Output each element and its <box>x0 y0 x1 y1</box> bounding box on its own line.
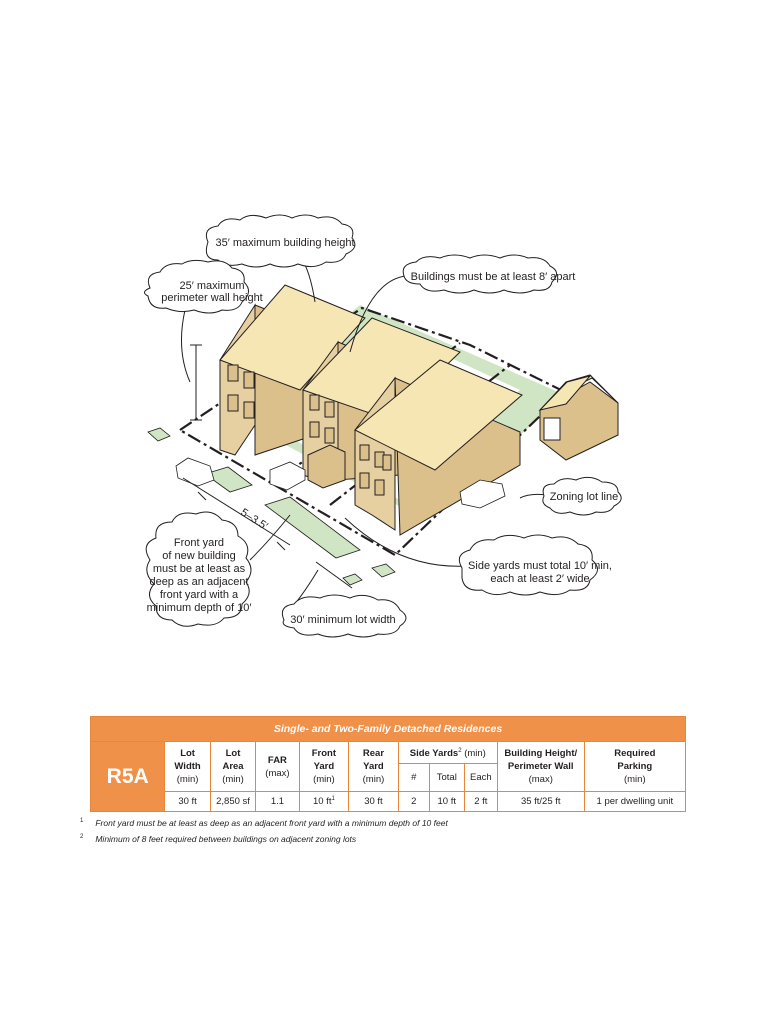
leader-lines <box>181 255 547 616</box>
callout-lot-width: 30′ minimum lot width <box>281 594 407 638</box>
callout-apart-text: Buildings must be at least 8′ apart <box>411 271 576 283</box>
header-building-height: Building Height/Perimeter Wall(max) <box>496 741 585 792</box>
callout-lot-width-text: 30′ minimum lot width <box>290 614 395 626</box>
callout-front-yard-line1: Front yard <box>174 537 224 549</box>
building-3 <box>354 359 523 536</box>
callout-front-yard-line4: deep as an adjacent <box>149 576 248 588</box>
header-side-yards: Side Yards2 (min) <box>397 741 498 764</box>
header-side-each: Each <box>463 763 498 792</box>
value-side-each: 2 ft <box>463 791 498 812</box>
callout-front-yard-line3: must be at least as <box>153 563 246 575</box>
zoning-diagram: 5–3.5′ 35′ maximum building height 25′ m… <box>144 214 622 638</box>
building-1 <box>219 284 366 456</box>
callout-perimeter: 25′ maximum perimeter wall height <box>144 259 263 314</box>
dimension-label: 5–3.5′ <box>238 506 269 532</box>
value-rear-yard: 30 ft <box>348 791 399 812</box>
district-label: R5A <box>89 741 166 812</box>
callout-side-yards-line1: Side yards must total 10′ min, <box>468 560 612 572</box>
dimension-lines <box>182 344 353 589</box>
zoning-table: Single- and Two-Family Detached Residenc… <box>89 716 687 812</box>
callout-max-height-text: 35′ maximum building height <box>215 237 354 249</box>
callout-front-yard: Front yard of new building must be at le… <box>145 511 252 627</box>
callout-side-yards: Side yards must total 10′ min, each at l… <box>458 534 612 596</box>
callout-front-yard-line2: of new building <box>162 550 235 562</box>
garage <box>538 374 619 461</box>
value-side-number: 2 <box>397 791 430 812</box>
table-title: Single- and Two-Family Detached Residenc… <box>90 716 686 742</box>
value-side-total: 10 ft <box>428 791 465 812</box>
value-front-yard: 10 ft1 <box>298 791 350 812</box>
value-building-height: 35 ft/25 ft <box>496 791 585 812</box>
value-far: 1.1 <box>255 791 300 812</box>
callout-perimeter-line2: perimeter wall height <box>161 292 263 304</box>
value-lot-area: 2,850 sf <box>209 791 257 812</box>
value-parking: 1 per dwelling unit <box>583 791 687 812</box>
callout-front-yard-line5: front yard with a <box>160 589 239 601</box>
header-far: FAR(max) <box>255 741 300 792</box>
callout-side-yards-line2: each at least 2′ wide <box>490 573 589 585</box>
callout-max-height: 35′ maximum building height <box>205 214 356 268</box>
header-side-total: Total <box>428 763 465 792</box>
callout-zoning-lot-line: Zoning lot line <box>542 476 622 516</box>
sidewalk-strips <box>147 427 396 586</box>
callout-perimeter-line1: 25′ maximum <box>179 280 244 292</box>
callout-zoning-lot-line-text: Zoning lot line <box>550 491 619 503</box>
header-side-number: # <box>397 763 430 792</box>
callout-front-yard-line6: minimum depth of 10′ <box>147 602 252 614</box>
value-lot-width: 30 ft <box>164 791 211 812</box>
callout-apart: Buildings must be at least 8′ apart <box>402 254 576 294</box>
